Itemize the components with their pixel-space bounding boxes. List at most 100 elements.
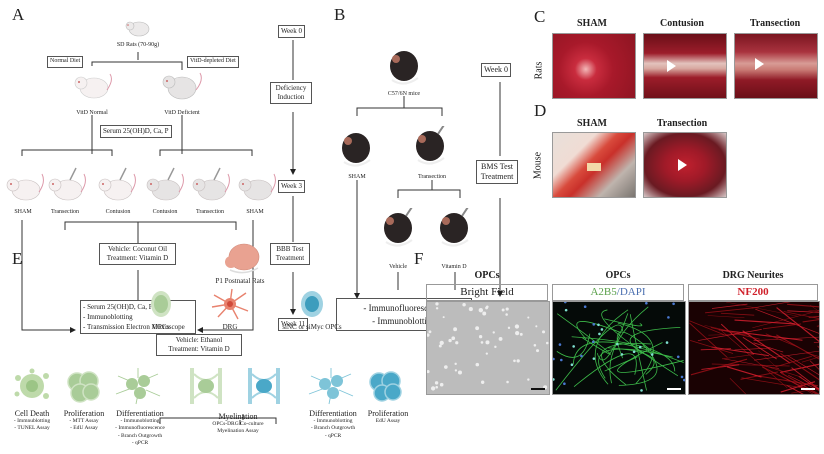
vehicle-label-b: Vehicle bbox=[389, 264, 407, 270]
vehicle-text: Vehicle: Coconut Oil bbox=[107, 245, 168, 253]
cell-dot bbox=[438, 344, 442, 348]
drg-neuron-icon bbox=[211, 288, 249, 320]
nf200-fiber bbox=[710, 326, 760, 340]
nf200-fiber bbox=[705, 306, 759, 314]
outcome-item: - Immunoblotting bbox=[372, 315, 436, 326]
mouse-row-label: Mouse bbox=[532, 151, 544, 180]
dapi-nucleus bbox=[591, 340, 595, 344]
nf200-fiber bbox=[729, 377, 747, 394]
nf200-fiber bbox=[704, 325, 740, 334]
stain-label-nf200: NF200 bbox=[688, 284, 818, 301]
nf200-fiber bbox=[741, 377, 808, 390]
dapi-nucleus bbox=[572, 345, 575, 348]
outcome-item: - Serum 25(OH)D, Ca, P bbox=[83, 303, 153, 311]
assay-cell-death: Cell Death - Immnublotting - TUNEL Assay bbox=[13, 409, 51, 432]
nf200-fiber bbox=[787, 355, 819, 376]
stain-label-brightfield: Bright Field bbox=[426, 284, 548, 301]
a2b5-fiber bbox=[616, 331, 652, 359]
cell-dot bbox=[535, 325, 538, 328]
cell-dot bbox=[453, 327, 458, 332]
cell-dot bbox=[439, 340, 444, 346]
col-header: Contusion bbox=[660, 18, 704, 29]
timeline-week3: Week 3 bbox=[278, 180, 306, 193]
cell-dot bbox=[462, 302, 466, 307]
col-header: Transection bbox=[749, 18, 801, 29]
subgroup-label: SHAM bbox=[246, 209, 264, 215]
timeline-deficiency-induction: Deficiency Induction bbox=[270, 82, 312, 104]
a2b5-fiber bbox=[617, 322, 654, 384]
mouse-sham-photo bbox=[552, 132, 636, 198]
cell-dot bbox=[480, 380, 485, 384]
timeline-bms-test: BMS Test Treatment bbox=[476, 160, 518, 184]
a2b5-fiber bbox=[596, 313, 629, 361]
rat-sham-photo bbox=[552, 33, 636, 99]
dapi-nucleus bbox=[558, 343, 562, 346]
dapi-nucleus bbox=[553, 357, 555, 361]
sirna-opc-cell-icon bbox=[301, 291, 323, 317]
source-label: OPCs bbox=[152, 323, 170, 331]
cell-dot bbox=[505, 307, 509, 311]
dapi-nucleus bbox=[683, 378, 685, 382]
panel-c-label: C bbox=[534, 7, 546, 26]
subgroup-label: SHAM bbox=[14, 209, 32, 215]
mouse-icon bbox=[384, 208, 413, 247]
cell-dot bbox=[444, 365, 448, 369]
dapi-nucleus bbox=[583, 305, 587, 308]
a2b5-dapi-image bbox=[552, 301, 686, 395]
cell-dot bbox=[475, 362, 480, 367]
cell-dot bbox=[485, 352, 488, 355]
rat-icon bbox=[146, 167, 184, 201]
brightfield-image bbox=[426, 301, 550, 395]
nf200-fiber bbox=[759, 363, 802, 378]
nf200-fiber bbox=[791, 387, 819, 394]
nf200-fiber bbox=[801, 356, 819, 363]
dapi-nucleus bbox=[616, 342, 619, 346]
nf200-fiber bbox=[690, 358, 748, 376]
dapi-nucleus bbox=[650, 353, 654, 356]
panel-d-label: D bbox=[534, 101, 547, 120]
cell-dot bbox=[480, 341, 484, 344]
timeline-week0: Week 0 bbox=[278, 25, 306, 38]
cell-dot bbox=[507, 326, 511, 330]
dapi-nucleus bbox=[598, 332, 601, 336]
outcome-item: - Transmission Electron Microscope bbox=[83, 323, 185, 332]
nf200-fiber bbox=[751, 302, 791, 309]
nf200-fiber bbox=[817, 345, 819, 349]
myelination-blue-icon bbox=[248, 368, 280, 404]
cell-dot bbox=[439, 382, 444, 387]
cell-dot bbox=[505, 313, 508, 316]
dapi-nucleus bbox=[597, 323, 600, 327]
assay-differentiation: Differentiation - Immunoblotting - Immun… bbox=[115, 409, 165, 447]
nf200-fiber bbox=[722, 354, 754, 360]
a2b5-fiber bbox=[556, 333, 591, 358]
a2b5-fiber bbox=[571, 336, 676, 372]
vitd-deficient-label: VitD Deficient bbox=[164, 110, 200, 116]
rat-icon bbox=[48, 167, 86, 201]
cell-dot bbox=[430, 386, 436, 391]
nf200-fiber bbox=[754, 350, 819, 361]
dapi-nucleus bbox=[676, 355, 680, 359]
dapi-nucleus bbox=[553, 378, 555, 381]
dapi-nucleus bbox=[665, 341, 669, 344]
neonate-rat-icon bbox=[225, 243, 260, 274]
subgroup-label: Contusion bbox=[152, 209, 178, 215]
nf200-fiber bbox=[689, 322, 728, 358]
nf200-image bbox=[688, 301, 820, 395]
cell-dot bbox=[542, 330, 546, 334]
nf200-fiber bbox=[689, 320, 725, 335]
outcome-item: - Immunofluorescence bbox=[363, 303, 445, 313]
nf200-fiber bbox=[786, 384, 804, 394]
scale-bar bbox=[531, 388, 545, 390]
stain-label-a2b5-dapi: A2B5/DAPI bbox=[552, 284, 684, 301]
dapi-nucleus bbox=[640, 389, 643, 392]
cell-dot bbox=[519, 332, 523, 336]
cell-dot bbox=[428, 330, 432, 334]
nf200-fiber bbox=[707, 315, 745, 319]
opc-cell-icon bbox=[151, 291, 171, 317]
cell-dot bbox=[435, 302, 439, 306]
source-label: siNC or siMyc OPCs bbox=[282, 323, 342, 331]
assay-proliferation-sirna: Proliferation EdU Assay bbox=[367, 409, 409, 425]
rat-icon bbox=[74, 73, 112, 99]
assay-myelination: Myelination OPCs-DRG Co-culture Myelinat… bbox=[212, 412, 264, 435]
dapi-nucleus bbox=[620, 353, 624, 356]
